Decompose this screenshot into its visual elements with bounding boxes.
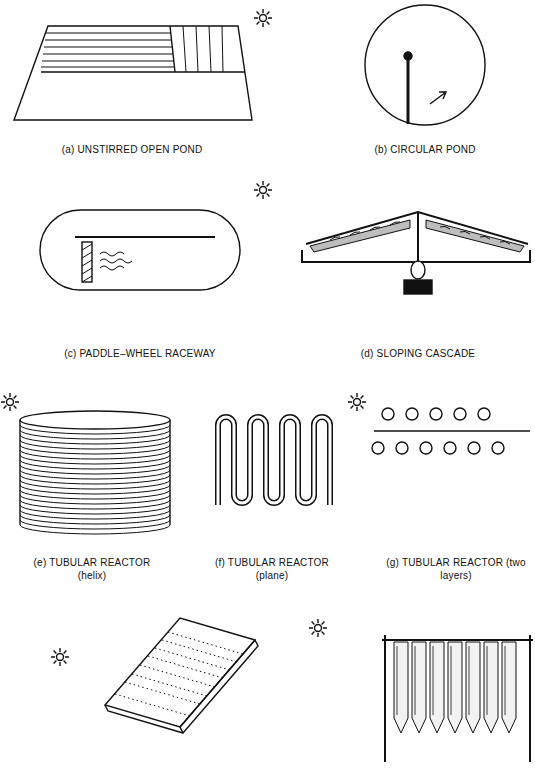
tube-bore xyxy=(218,417,330,505)
flow-arrow xyxy=(430,92,446,104)
tube-section xyxy=(444,442,456,454)
bag xyxy=(394,642,516,733)
helix-reactor xyxy=(20,411,170,534)
water-waves xyxy=(100,252,132,270)
pond-lines xyxy=(41,33,174,67)
panel-channels xyxy=(115,632,243,716)
sloping-cascade xyxy=(302,212,530,294)
pump-base xyxy=(404,280,432,294)
riser-pipe xyxy=(417,212,419,262)
panel-edge xyxy=(105,705,183,733)
pond-outline xyxy=(14,26,252,120)
tube-section xyxy=(430,408,442,420)
pivot xyxy=(404,52,412,60)
paddle-wheel xyxy=(82,242,92,282)
helix-coils xyxy=(20,425,170,534)
collecting-tray xyxy=(302,250,530,262)
circular-pond xyxy=(365,5,485,125)
hanging-bags xyxy=(382,635,533,762)
sun-symbol xyxy=(348,393,366,411)
raceway xyxy=(40,210,240,290)
tube-section xyxy=(406,408,418,420)
raceway-outline xyxy=(40,210,240,290)
serpentine-reactor xyxy=(218,417,330,505)
tube-section xyxy=(396,442,408,454)
tube-section xyxy=(492,442,504,454)
open-pond xyxy=(14,26,252,120)
tube-section xyxy=(372,442,384,454)
tube-section xyxy=(420,442,432,454)
tube-outline xyxy=(218,417,330,505)
sun-symbol xyxy=(254,9,272,27)
caption-label: (c) PADDLE–WHEEL RACEWAY xyxy=(20,347,260,360)
caption-label: (e) TUBULAR REACTOR (helix) xyxy=(22,556,162,582)
rotating-arm xyxy=(407,58,410,124)
helix-top xyxy=(20,411,170,429)
frame xyxy=(382,635,533,762)
sun-symbol xyxy=(309,619,327,637)
center-wall xyxy=(75,236,215,238)
two-layer-reactor xyxy=(372,408,530,454)
tube-section xyxy=(454,408,466,420)
sun-symbol xyxy=(1,393,19,411)
support-sheet xyxy=(374,430,530,431)
caption-label: (a) UNSTIRRED OPEN POND xyxy=(12,143,252,156)
panel-edge xyxy=(180,640,258,733)
tube-section xyxy=(468,442,480,454)
sun-symbol xyxy=(51,648,69,666)
flat-panel-reactor xyxy=(105,618,258,733)
tube-section xyxy=(478,408,490,420)
sun-symbol xyxy=(254,181,272,199)
caption-label: (f) TUBULAR REACTOR (plane) xyxy=(202,556,342,582)
paddle-hatching xyxy=(82,244,92,282)
caption-label: (d) SLOPING CASCADE xyxy=(308,347,528,360)
pump xyxy=(411,261,425,279)
panel-face xyxy=(105,618,255,727)
caption-label: (b) CIRCULAR POND xyxy=(325,143,525,156)
pond-lines xyxy=(183,26,223,72)
pond-outline xyxy=(365,5,485,125)
bag-shading xyxy=(397,646,505,715)
caption-label: (g) TUBULAR REACTOR (two layers) xyxy=(386,556,526,582)
flow-marks xyxy=(330,222,510,244)
pond-division xyxy=(41,26,245,72)
tube-section xyxy=(382,408,394,420)
